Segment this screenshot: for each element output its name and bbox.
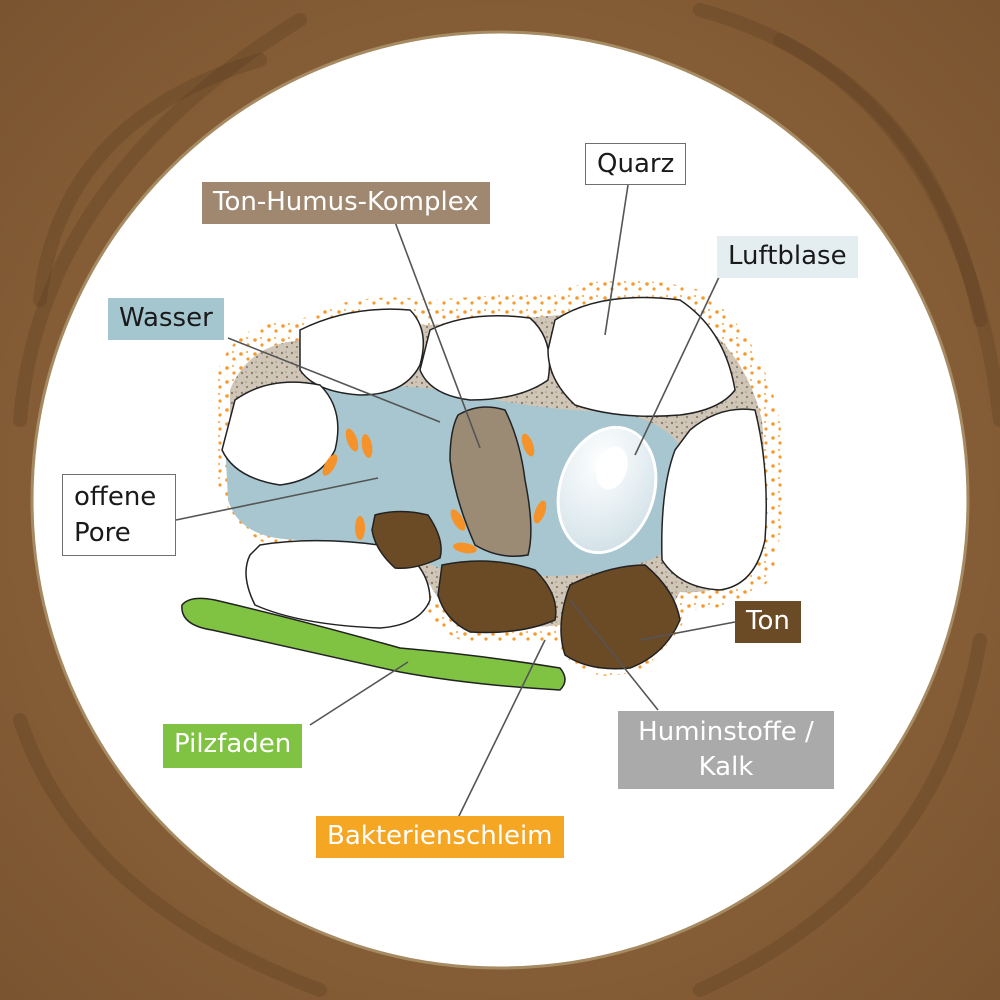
label-wasser: Wasser [108, 298, 224, 340]
quartz-grain [547, 296, 736, 417]
fungal-hypha [181, 597, 566, 691]
label-offene-pore-line1: offene [74, 482, 157, 512]
quartz-grains [221, 296, 767, 629]
quartz-grain [221, 381, 339, 486]
label-offene-pore-line2: Pore [74, 518, 131, 548]
ton-humus-grain [449, 406, 532, 557]
bacteria [322, 428, 547, 554]
quartz-grain [661, 408, 767, 591]
clay-particle [437, 560, 557, 634]
clay-particles [371, 510, 681, 670]
label-huminstoffe-kalk: Huminstoffe / Kalk [618, 711, 834, 789]
label-bakterienschleim: Bakterienschleim [316, 816, 564, 858]
label-quarz: Quarz [585, 143, 687, 185]
label-huminstoffe-line2: Kalk [698, 752, 754, 782]
label-ton-humus-komplex: Ton-Humus-Komplex [202, 182, 490, 224]
label-luftblase: Luftblase [717, 236, 858, 278]
soil-furrows [13, 3, 1000, 997]
clay-particle [560, 564, 681, 670]
air-bubble [556, 425, 658, 555]
quartz-grain [299, 308, 425, 396]
label-offene-pore: offene Pore [62, 474, 176, 556]
leader-lines [175, 184, 736, 819]
label-huminstoffe-line1: Huminstoffe / [638, 717, 814, 747]
quartz-grain [419, 314, 551, 401]
label-pilzfaden: Pilzfaden [163, 724, 303, 768]
label-ton: Ton [735, 601, 801, 643]
quartz-grain [245, 539, 431, 629]
clay-particle [371, 510, 442, 570]
